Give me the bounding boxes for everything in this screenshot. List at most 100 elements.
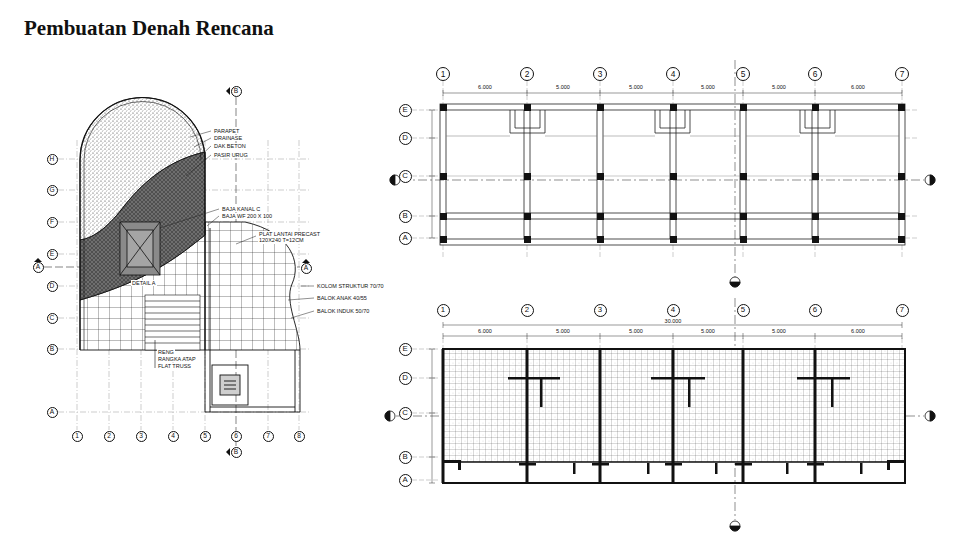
plan-rect (807, 463, 824, 466)
grid-letter: 3 (139, 433, 143, 440)
plan-rect (647, 463, 650, 474)
plan-path (443, 338, 902, 348)
plan-rect (597, 213, 604, 220)
plan-rect (670, 173, 677, 180)
plan-path (412, 349, 440, 480)
callout-text: FLAT TRUSS (157, 363, 192, 369)
grid-bubble: C (399, 407, 412, 420)
grid-letter: 3 (598, 70, 603, 78)
plan-rect (860, 463, 863, 474)
plan-rect (220, 375, 240, 395)
lower-section-lines (396, 298, 924, 520)
upper-columns (440, 104, 905, 243)
callout-text: DAK BETON (213, 143, 247, 149)
plan-rect (797, 377, 850, 380)
grid-letter: 8 (297, 433, 301, 440)
grid-letter: C (50, 315, 55, 322)
grid-letter: 6 (813, 70, 818, 78)
plan-rect (212, 365, 248, 405)
grid-bubble: 5 (200, 431, 211, 442)
plan-rect (831, 377, 834, 407)
upper-section-markers (390, 175, 935, 287)
dimension-text: 5.000 (628, 328, 644, 334)
plan-rect (740, 213, 747, 220)
plan-rect (670, 213, 677, 220)
plan-rect (715, 463, 718, 474)
plan-path (412, 110, 440, 238)
plan-path (80, 152, 205, 300)
plan-path (80, 98, 205, 351)
plan-rect (120, 222, 160, 275)
plan-rect (742, 349, 745, 483)
plan-path (800, 110, 835, 133)
plan-rect (670, 104, 677, 111)
plan-path (730, 282, 740, 287)
plan-rect (651, 377, 705, 380)
dimension-text: 6.000 (477, 84, 493, 90)
plan-rect (458, 460, 461, 470)
grid-bubble: 6 (809, 304, 822, 317)
callout-text: BAJA KANAL C (221, 206, 261, 212)
plan-circle (730, 277, 740, 287)
plan-path (186, 155, 211, 176)
grid-letter: C (402, 172, 408, 180)
lower-walls (443, 349, 905, 483)
grid-bubble: C (399, 170, 412, 183)
plan-rect (508, 377, 560, 380)
callout-text: DETAIL A (131, 280, 157, 286)
plan-path (446, 136, 899, 137)
grid-bubble: F (47, 217, 58, 228)
dimension-text: 6.000 (850, 84, 866, 90)
grid-bubble: 3 (593, 67, 607, 81)
plan-path (385, 411, 390, 421)
grid-bubble: 8 (294, 431, 305, 442)
dimension-text: 5.000 (771, 328, 787, 334)
grid-bubble: B (231, 447, 242, 458)
dimension-text: 6.000 (850, 328, 866, 334)
plan-circle (925, 411, 935, 421)
plan-path (905, 110, 918, 238)
plan-path (446, 213, 899, 219)
grid-bubble: E (399, 104, 412, 117)
upper-dimension (429, 90, 902, 238)
callout-text: DRAINASE (213, 135, 243, 141)
plan-rect (812, 236, 819, 243)
grid-bubble: 4 (168, 431, 179, 442)
grid-letter: 1 (441, 306, 445, 314)
plan-path (524, 110, 818, 239)
grid-letter: 2 (525, 306, 529, 314)
grid-bubble: B (47, 344, 58, 355)
plan-rect (735, 463, 752, 466)
dimension-text: 5.000 (555, 328, 571, 334)
grid-letter: E (402, 345, 407, 353)
plan-rect (540, 377, 543, 407)
plan-path (226, 87, 230, 95)
plan-rect (524, 236, 531, 243)
grid-letter: D (402, 134, 408, 142)
plan-rect (526, 349, 529, 483)
grid-letter: B (402, 453, 407, 461)
plan-rect (440, 104, 447, 111)
plan-path (443, 245, 902, 258)
grid-bubble: E (399, 343, 412, 356)
page-title: Pembuatan Denah Rencana (24, 16, 274, 41)
upper-grid-lines (412, 81, 918, 258)
plan-path (930, 411, 935, 421)
callout-text: PLAT LANTAI PRECAST 120X240 T=12CM (258, 231, 322, 244)
plan-circle (385, 411, 395, 421)
plan-path (429, 349, 435, 483)
grid-bubble: 7 (263, 431, 274, 442)
grid-letter: 2 (525, 70, 530, 78)
grid-letter: 3 (598, 306, 602, 314)
plan-rect (898, 173, 905, 180)
plan-rect (898, 104, 905, 111)
plan-path (730, 526, 740, 531)
callout-text: PASIR URUG (213, 152, 249, 158)
plan-rect (599, 349, 602, 483)
plan-path (301, 286, 314, 287)
plan-rect (887, 460, 890, 470)
plan-path (145, 301, 200, 343)
grid-bubble: E (47, 249, 58, 260)
grid-bubble: 7 (896, 304, 909, 317)
plan-rect (597, 173, 604, 180)
